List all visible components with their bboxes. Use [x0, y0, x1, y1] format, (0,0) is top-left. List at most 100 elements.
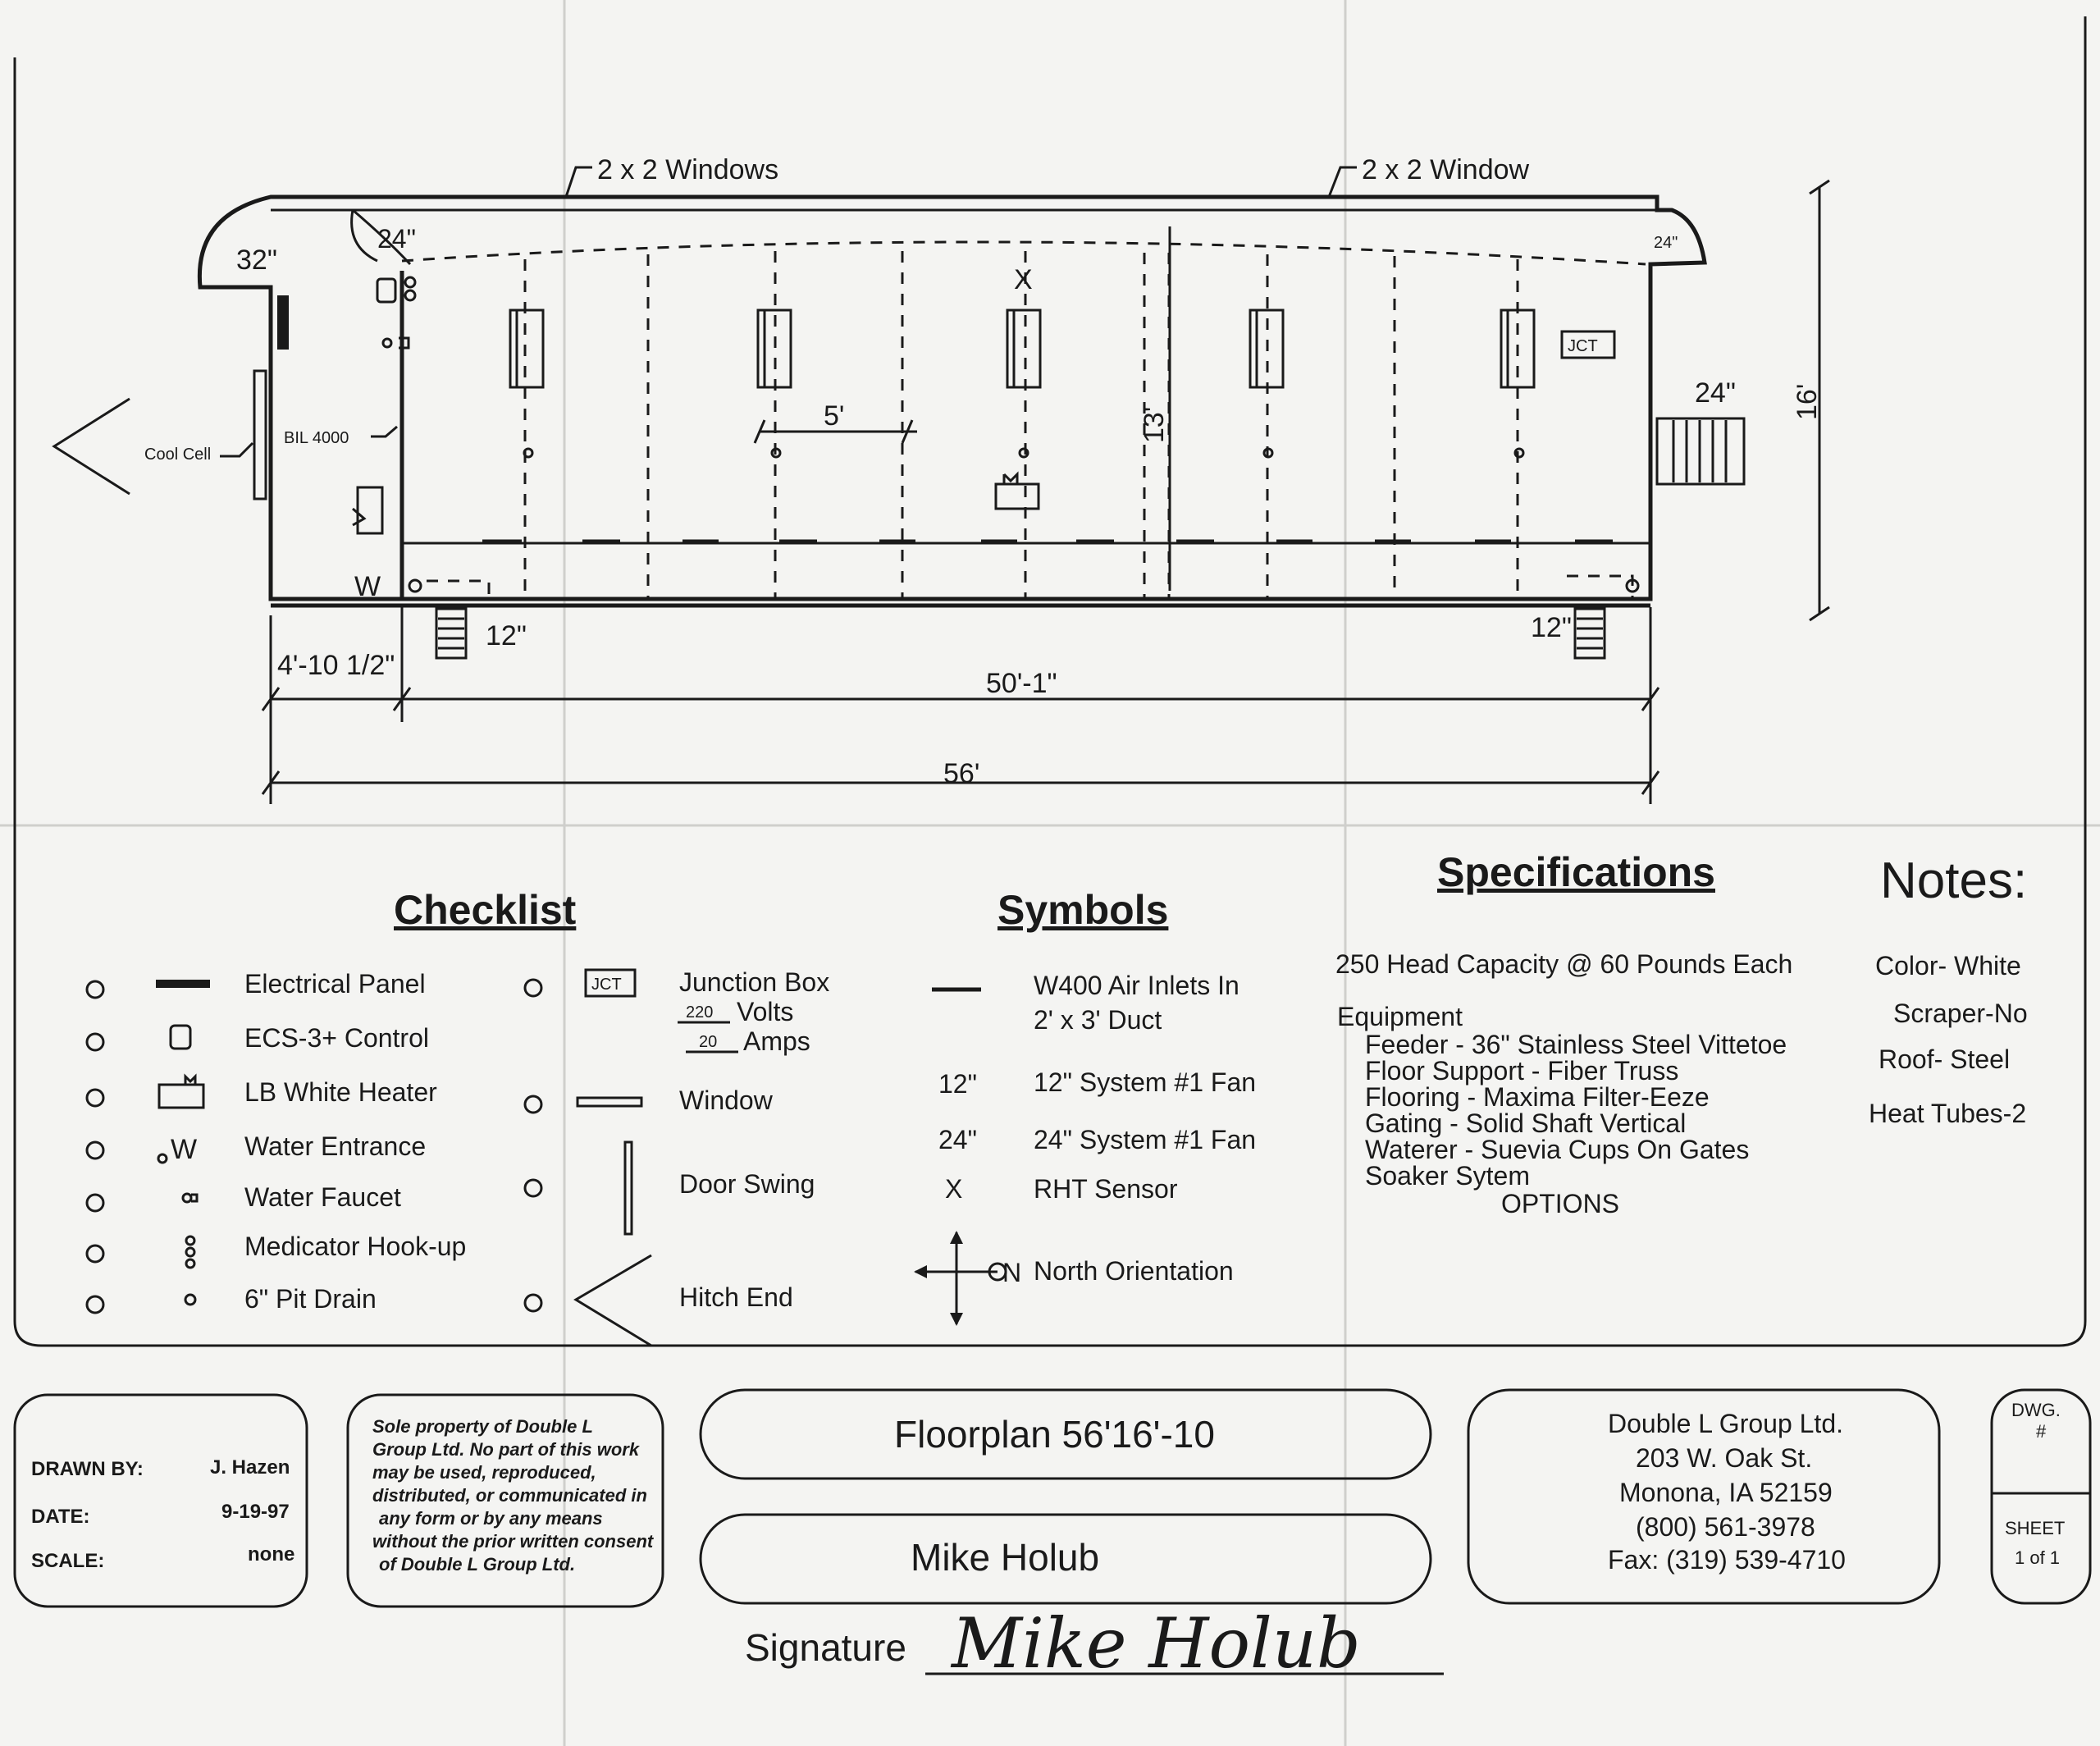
signature-label: Signature — [745, 1626, 906, 1669]
dim-24-right-small: 24" — [1654, 234, 1678, 252]
spec-equipment-4: Waterer - Suevia Cups On Gates — [1365, 1135, 1749, 1164]
symbol-door-swing: Door Swing — [679, 1169, 815, 1199]
symbol-volts-label: Volts — [737, 997, 793, 1026]
spec-equipment-1: Floor Support - Fiber Truss — [1365, 1056, 1678, 1086]
symbol-volts-value: 220 — [686, 1003, 713, 1022]
checklist-water-entrance-symbol: W — [171, 1134, 197, 1165]
copyright-line-5: without the prior written consent — [372, 1531, 655, 1552]
symbol-north-key: N — [1002, 1258, 1021, 1287]
date-label: DATE: — [31, 1506, 90, 1528]
dim-13: 13' — [1139, 407, 1170, 443]
title-block: DRAWN BY: J. Hazen DATE: 9-19-97 SCALE: … — [13, 1388, 2092, 1608]
dim-5: 5' — [824, 400, 844, 432]
symbol-rht-label: RHT Sensor — [1034, 1174, 1178, 1204]
symbol-window: Window — [679, 1086, 774, 1115]
company-line-0: Double L Group Ltd. — [1608, 1409, 1843, 1438]
sheet-label: SHEET — [2005, 1518, 2065, 1538]
fan-12-right — [1573, 607, 1606, 660]
company-line-1: 203 W. Oak St. — [1636, 1443, 1812, 1473]
dwg-label: DWG. — [2011, 1400, 2061, 1420]
symbol-fan24-label: 24" System #1 Fan — [1034, 1125, 1256, 1154]
copyright-line-4: any form or by any means — [379, 1508, 603, 1529]
checklist-electrical-panel: Electrical Panel — [244, 969, 426, 999]
windows-right-label: 2 x 2 Window — [1362, 154, 1530, 185]
feeders — [509, 309, 1536, 389]
symbol-fan12-key: 12" — [938, 1069, 977, 1099]
checklist-water-faucet: Water Faucet — [244, 1182, 401, 1212]
cool-cell-label: Cool Cell — [144, 446, 211, 464]
spec-capacity: 250 Head Capacity @ 60 Pounds Each — [1335, 949, 1792, 979]
signature-area: Signature Mike Holub — [745, 1603, 1444, 1684]
spec-options: OPTIONS — [1501, 1189, 1619, 1218]
symbol-amps-value: 20 — [699, 1033, 717, 1051]
scale-value: none — [248, 1543, 294, 1565]
note-3: Heat Tubes-2 — [1869, 1099, 2026, 1128]
bil-4000-label: BIL 4000 — [284, 429, 349, 447]
dim-12-left: 12" — [486, 620, 527, 651]
symbol-hitch-end — [573, 1254, 652, 1347]
specifications: Specifications 250 Head Capacity @ 60 Po… — [1335, 849, 1792, 1218]
note-1: Scraper-No — [1893, 999, 2028, 1028]
checklist-ecs-control: ECS-3+ Control — [244, 1023, 429, 1053]
jct-box-tag: JCT — [1568, 337, 1598, 355]
spec-equipment-3: Gating - Solid Shaft Vertical — [1365, 1108, 1686, 1138]
checklist-heading: Checklist — [394, 887, 577, 933]
windows-left-label: 2 x 2 Windows — [597, 154, 778, 185]
customer-name: Mike Holub — [911, 1536, 1099, 1579]
symbol-w400-line1: W400 Air Inlets In — [1034, 971, 1239, 1000]
symbols: Symbols JCT Junction Box 220 Volts 20 Am… — [523, 887, 1256, 1347]
checklist-pit-drain: 6" Pit Drain — [244, 1284, 377, 1314]
date-value: 9-19-97 — [221, 1501, 290, 1523]
spec-equipment-0: Feeder - 36" Stainless Steel Vittetoe — [1365, 1030, 1787, 1059]
symbol-w400-line2: 2' x 3' Duct — [1034, 1005, 1162, 1035]
lb-white-heater-symbol — [994, 471, 1040, 510]
fan-24-right — [1655, 417, 1746, 486]
checklist-medicator: Medicator Hook-up — [244, 1232, 466, 1261]
rht-sensor-mark: X — [1014, 264, 1033, 295]
fan-12-left — [435, 607, 468, 660]
spec-equipment-heading: Equipment — [1337, 1002, 1463, 1031]
scale-label: SCALE: — [31, 1550, 104, 1572]
symbol-junction-box: Junction Box — [679, 967, 829, 997]
drawn-by-label: DRAWN BY: — [31, 1458, 144, 1480]
note-2: Roof- Steel — [1879, 1044, 2010, 1074]
symbols-heading: Symbols — [998, 887, 1168, 933]
company-line-3: (800) 561-3978 — [1636, 1512, 1815, 1542]
symbol-fan24-key: 24" — [938, 1125, 977, 1154]
drawing-title: Floorplan 56'16'-10 — [894, 1413, 1215, 1456]
symbol-amps-label: Amps — [743, 1026, 810, 1056]
dim-12-right: 12" — [1531, 612, 1572, 643]
company-line-2: Monona, IA 52159 — [1619, 1478, 1833, 1507]
pen-dividers — [523, 251, 1519, 599]
dim-50-1: 50'-1" — [986, 668, 1057, 699]
building-outline — [197, 194, 1707, 601]
dim-16: 16' — [1792, 384, 1823, 420]
water-entrance-tag: W — [354, 571, 381, 602]
floorplan: 2 x 2 Windows 2 x 2 Window 32" 24" 24" — [52, 154, 1830, 804]
spec-equipment-2: Flooring - Maxima Filter-Eeze — [1365, 1082, 1710, 1112]
checklist-lb-white-heater: LB White Heater — [244, 1077, 437, 1107]
copyright-line-2: may be used, reproduced, — [372, 1462, 596, 1483]
copyright-line-1: Group Ltd. No part of this work — [372, 1439, 641, 1460]
drawn-by-value: J. Hazen — [210, 1456, 290, 1479]
symbol-north-label: North Orientation — [1034, 1256, 1234, 1286]
drawing-border — [13, 16, 2087, 1347]
spec-equipment-5: Soaker Sytem — [1365, 1161, 1530, 1191]
dwg-value: # — [2036, 1421, 2047, 1442]
hitch-end-symbol-plan — [52, 397, 130, 496]
notes: Notes: Color- White Scraper-No Roof- Ste… — [1869, 852, 2028, 1128]
specifications-heading: Specifications — [1437, 849, 1715, 895]
dim-32: 32" — [236, 245, 277, 276]
symbol-hitch-end-label: Hitch End — [679, 1282, 793, 1312]
waterers — [523, 447, 1525, 459]
symbol-rht-key: X — [945, 1174, 962, 1204]
checklist-water-entrance: Water Entrance — [244, 1131, 426, 1161]
note-0: Color- White — [1875, 951, 2021, 980]
dim-24-left: 24" — [377, 224, 416, 254]
checklist: Checklist Electrical Panel ECS-3+ Contro… — [85, 887, 577, 1314]
sheet-value: 1 of 1 — [2015, 1547, 2060, 1568]
copyright-line-0: Sole property of Double L — [372, 1416, 593, 1437]
dim-4-10: 4'-10 1/2" — [277, 650, 395, 681]
